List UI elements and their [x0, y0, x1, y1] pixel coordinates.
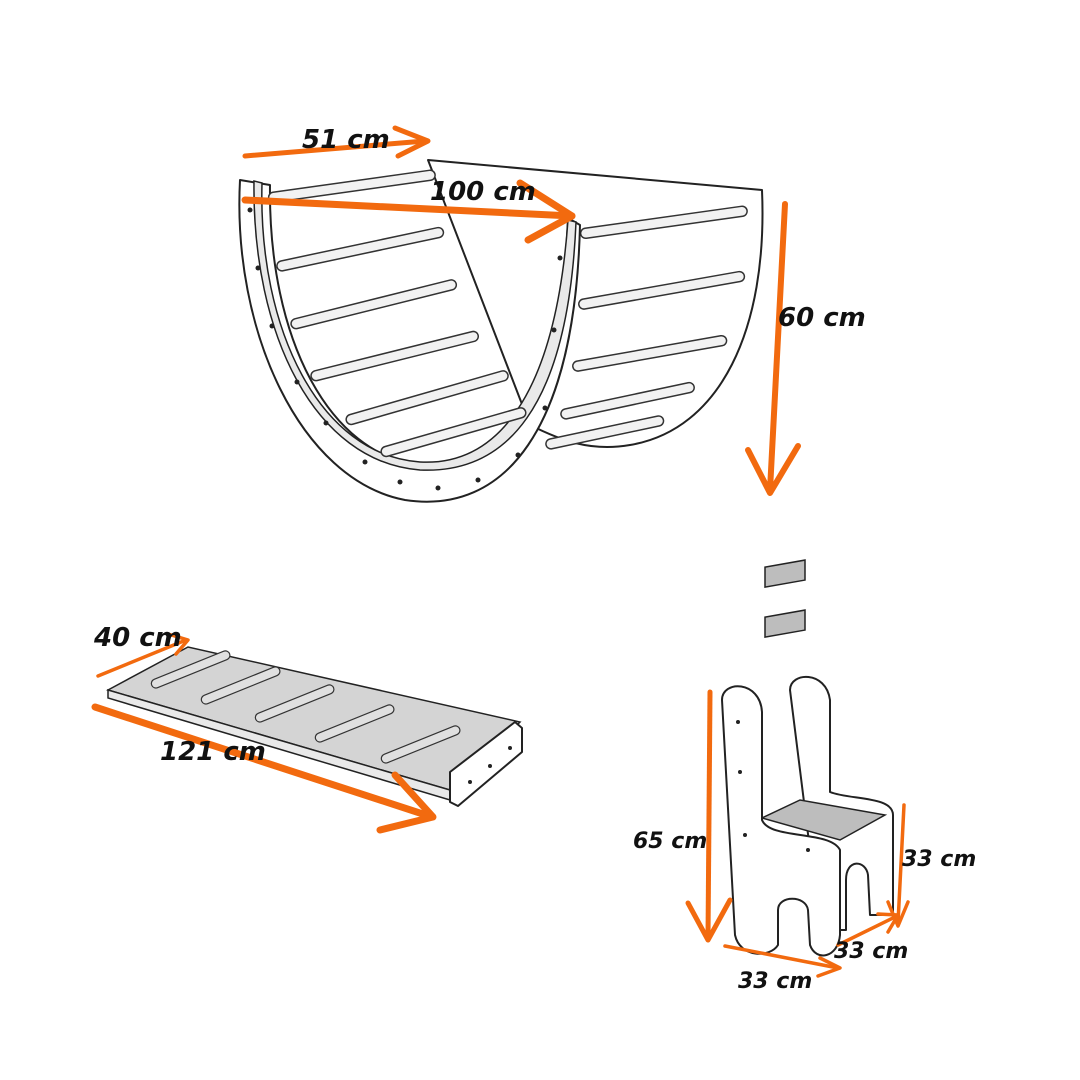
arch-length-label: 100 cm [430, 177, 536, 207]
ramp-length-label: 121 cm [160, 737, 266, 767]
arch-height-arrow [745, 201, 801, 496]
ramp-screw-holes [468, 746, 512, 784]
chair-seat-height-arrow [886, 803, 910, 928]
chair-backrest-upper [764, 559, 806, 588]
ramp-end-hook [449, 721, 523, 807]
chair-height-arrow [685, 689, 733, 943]
chair-backrest-lower [764, 609, 806, 638]
ramp-width-label: 40 cm [93, 623, 182, 653]
arch-front-rungs [267, 169, 527, 458]
chair-left-side [721, 685, 841, 957]
climbing-arch-illustration [238, 159, 764, 503]
chair-depth-arrow [836, 912, 900, 947]
ramp-length-arrow [91, 703, 437, 834]
chair-width-arrow [723, 944, 842, 978]
arch-back-rungs [545, 205, 748, 450]
arch-length-arrow [241, 179, 576, 244]
chair-screw-holes [736, 720, 810, 852]
chair-seat [759, 799, 888, 841]
arch-height-label: 60 cm [778, 303, 866, 333]
chair-depth-label: 33 cm [834, 939, 908, 964]
chair-width-label: 33 cm [738, 969, 812, 994]
arch-screw-holes [247, 207, 563, 491]
arch-depth-arrow [242, 125, 431, 159]
chair-height-label: 65 cm [633, 829, 707, 854]
ramp-slats [150, 650, 461, 764]
arch-depth-label: 51 cm [302, 125, 390, 155]
ramp-width-arrow [96, 632, 190, 678]
chair-seat-height-label: 33 cm [902, 847, 976, 872]
ramp-illustration [106, 646, 523, 807]
arch-front-edge [253, 180, 577, 471]
chair-illustration [721, 559, 894, 957]
